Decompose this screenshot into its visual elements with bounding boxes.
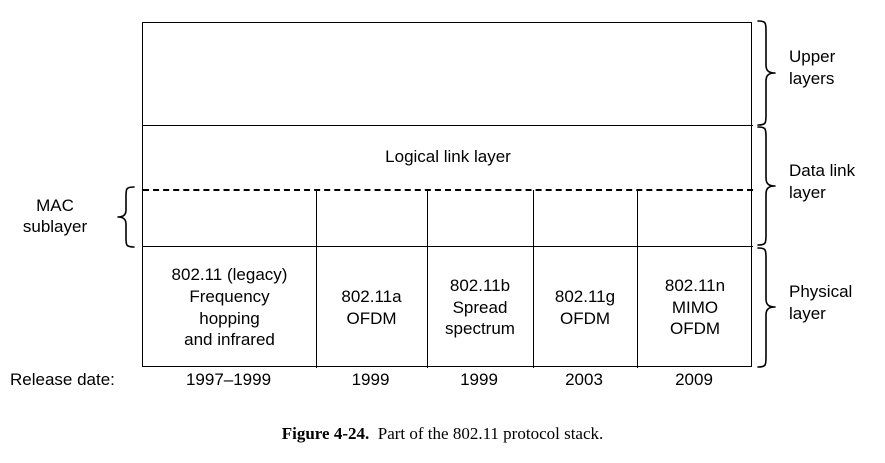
figure-number: Figure 4-24. [281,424,370,443]
physical-cell-80211g: 802.11g OFDM [533,247,637,368]
physical-cell-80211n: 802.11n MIMO OFDM [637,247,753,368]
logical-link-layer-label: Logical link layer [385,147,511,167]
physical-layer-brace-icon [756,247,786,369]
physical-layer-separator-line [143,246,753,247]
physical-cell-80211b-text: 802.11b Spread spectrum [445,275,515,339]
upper-layers-separator-line [143,125,753,126]
release-date-80211g: 2003 [565,370,603,389]
physical-cell-legacy: 802.11 (legacy) Frequency hopping and in… [143,247,316,368]
column-divider-1 [316,190,317,368]
column-divider-4 [637,190,638,368]
column-divider-3 [533,190,534,368]
physical-cell-80211a-text: 802.11a OFDM [341,286,402,328]
physical-cell-80211n-text: 802.11n MIMO OFDM [664,275,726,339]
physical-cell-legacy-text: 802.11 (legacy) Frequency hopping and in… [171,265,288,350]
physical-cell-80211a: 802.11a OFDM [316,247,427,368]
physical-layer-label: Physical layer [789,282,853,324]
figure-caption-text: Part of the 802.11 protocol stack. [377,424,604,443]
upper-layers-brace-icon [756,20,786,126]
release-date-label: Release date: [10,370,115,389]
release-date-80211b: 1999 [460,370,498,389]
protocol-stack-box: Logical link layer 802.11 (legacy) Frequ… [142,22,753,368]
figure-caption: Figure 4-24. Part of the 802.11 protocol… [0,424,885,444]
release-date-80211n: 2009 [675,370,713,389]
mac-llc-dashed-separator [143,189,753,191]
upper-layers-label: Upper layers [789,47,836,89]
data-link-layer-label: Data link layer [789,161,856,203]
physical-cell-80211g-text: 802.11g OFDM [554,286,616,328]
release-date-legacy: 1997–1999 [185,370,272,389]
data-link-layer-brace-icon [756,126,786,247]
mac-sublayer-brace-icon [106,186,136,248]
mac-sublayer-label: MAC sublayer [22,196,88,237]
release-date-80211a: 1999 [351,370,390,389]
column-divider-2 [427,190,428,368]
physical-cell-80211b: 802.11b Spread spectrum [427,247,533,368]
